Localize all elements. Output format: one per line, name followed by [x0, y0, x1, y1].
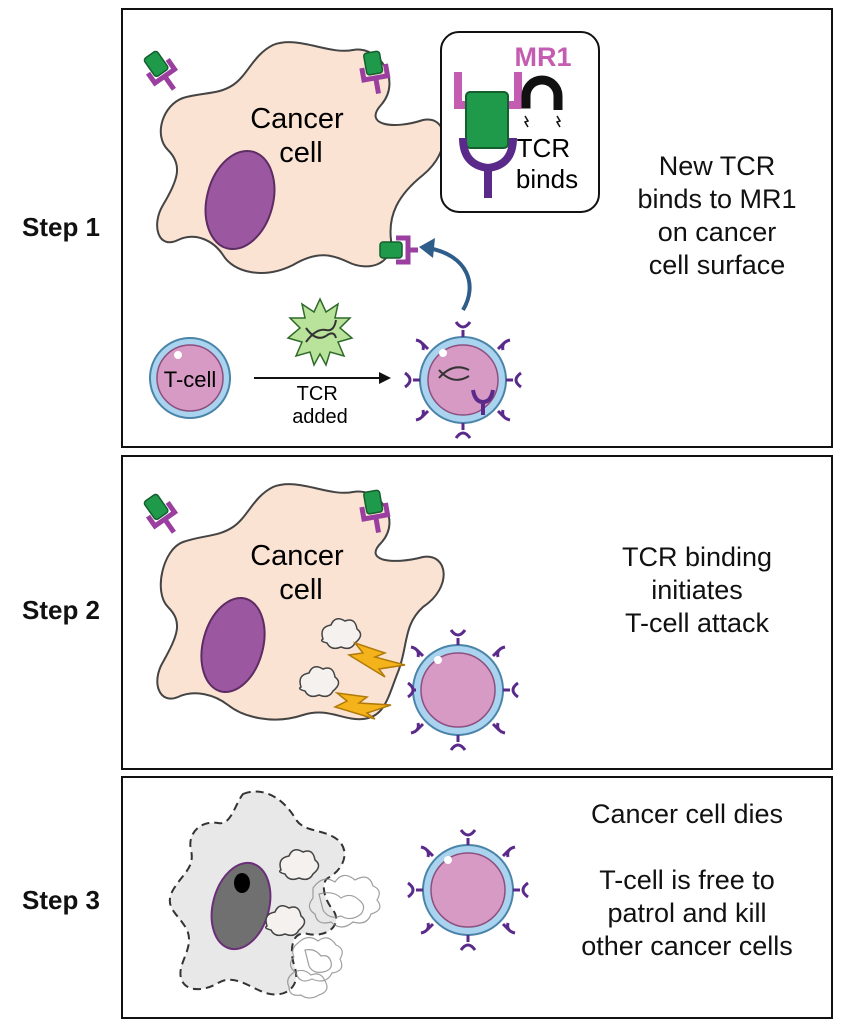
arrow-head [379, 372, 391, 384]
magnet-icon [521, 75, 563, 128]
tcr-added-label-line: added [292, 406, 348, 428]
tcell-dna [438, 366, 470, 381]
description-line: Cancer cell dies [590, 799, 784, 829]
description-line: T-cell attack [624, 608, 770, 638]
dead-nucleus [210, 861, 272, 951]
lightning-bolt-icon [332, 641, 406, 720]
cancer-cell-nucleus [200, 596, 266, 694]
tcell-naive [149, 337, 231, 419]
cancer-cell-label-line: Cancer [250, 103, 344, 135]
damage-puff [264, 849, 320, 937]
mr1-receptor [359, 50, 391, 95]
step-2-panel: Cancer cell [121, 455, 833, 770]
debris-smoke [287, 874, 381, 999]
tcell-surface-receptors [407, 629, 519, 751]
tcr-added-label-line: TCR [297, 383, 338, 405]
step-1-illustration: Cancer cell MR1 [143, 31, 600, 439]
tcell-tcr [471, 389, 495, 415]
mr1-receptor [143, 50, 179, 91]
inset-mr1-receptor [454, 72, 522, 149]
inset-tcr-receptor [459, 137, 517, 198]
cancer-cell-label-line: cell [279, 137, 323, 169]
tcell-surface-receptors [404, 321, 522, 439]
description-line: binds to MR1 [637, 184, 797, 214]
cancer-cell-nucleus [204, 149, 276, 251]
step-3-illustration [168, 790, 529, 999]
step-1-label: Step 1 [21, 212, 101, 242]
inset-title: MR1 [514, 42, 571, 72]
description-line: New TCR [658, 151, 776, 181]
description-line: other cancer cells [581, 931, 793, 961]
step-2-label: Step 2 [21, 595, 101, 625]
step-3-panel: Cancer cell dies T-cell is free to patro… [121, 776, 833, 1019]
cancer-cell-label-line: cell [279, 574, 323, 606]
mr1-receptor [379, 235, 418, 265]
tcr-added-label: TCR added [292, 383, 348, 428]
description-line: cell surface [648, 250, 786, 280]
step-3-label: Step 3 [21, 885, 101, 915]
description-line: patrol and kill [607, 898, 767, 928]
inset-caption: TCR binds [516, 133, 578, 194]
cancer-cell-label: Cancer cell [250, 540, 352, 606]
mr1-receptor [143, 493, 179, 534]
damage-puff [298, 618, 362, 698]
step-1-panel: Cancer cell MR1 [121, 8, 833, 448]
binding-arrow-head [419, 238, 435, 258]
tcell-engineered [404, 321, 522, 439]
binding-arrow [427, 246, 472, 312]
tcell-label: T-cell [164, 367, 217, 392]
inset-caption-line: TCR [517, 133, 570, 163]
description-line [543, 831, 831, 864]
mr1-receptor [359, 489, 391, 534]
tcell-surface-receptors [407, 829, 529, 951]
description-line: T-cell is free to [599, 865, 775, 895]
dead-nucleus-spot [234, 873, 250, 893]
description-line: initiates [651, 575, 743, 605]
dna-icon [286, 297, 354, 367]
tcell-engineered [407, 629, 519, 751]
description-line: TCR binding [621, 542, 773, 572]
step-1-description: New TCR binds to MR1 on cancer cell surf… [603, 150, 831, 282]
cancer-cell-label-line: Cancer [250, 540, 344, 572]
step-2-illustration: Cancer cell [143, 483, 519, 751]
cancer-cell-label: Cancer cell [250, 103, 352, 169]
step-3-description: Cancer cell dies T-cell is free to patro… [543, 798, 831, 963]
step-2-description: TCR binding initiates T-cell attack [563, 541, 831, 640]
tcell-free [407, 829, 529, 951]
description-line: on cancer [657, 217, 777, 247]
inset-caption-line: binds [516, 164, 578, 194]
